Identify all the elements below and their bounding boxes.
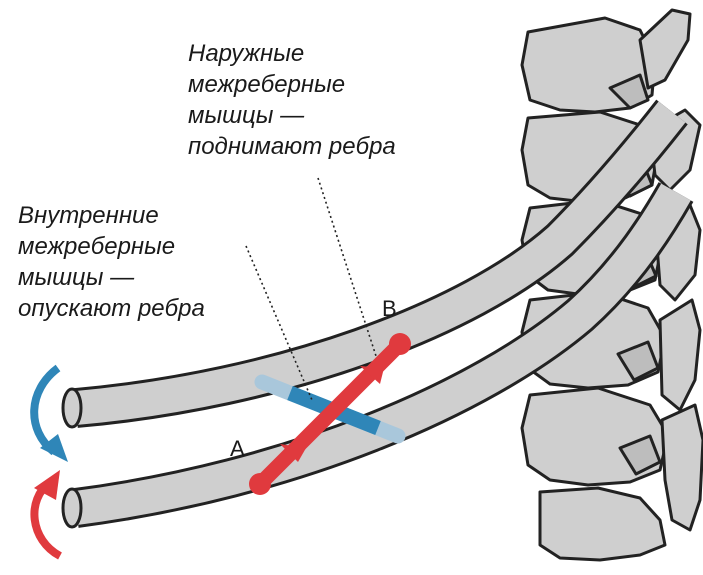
external-label-line-3: мышцы — — [188, 100, 396, 131]
vertebra-6 — [540, 488, 665, 560]
external-intercostal-label: Наружные межреберные мышцы — поднимают р… — [188, 38, 396, 162]
point-a-label: A — [230, 436, 245, 462]
internal-label-line-3: мышцы — — [18, 262, 205, 293]
spinous-process-4 — [660, 300, 700, 410]
internal-label-line-4: опускают ребра — [18, 293, 205, 324]
upward-motion-arrow — [34, 470, 60, 556]
spinous-process-1 — [640, 10, 690, 88]
internal-intercostal-label: Внутренние межреберные мышцы — опускают … — [18, 200, 205, 324]
upper-rib-end — [63, 389, 81, 427]
internal-label-line-2: межреберные — [18, 231, 205, 262]
point-b-label: B — [382, 296, 397, 322]
external-label-line-2: межреберные — [188, 69, 396, 100]
spinous-process-5 — [662, 405, 703, 530]
point-a-marker — [249, 473, 271, 495]
external-label-line-1: Наружные — [188, 38, 396, 69]
point-b-marker — [389, 333, 411, 355]
lower-rib-end — [63, 489, 81, 527]
external-label-line-4: поднимают ребра — [188, 131, 396, 162]
internal-label-line-1: Внутренние — [18, 200, 205, 231]
